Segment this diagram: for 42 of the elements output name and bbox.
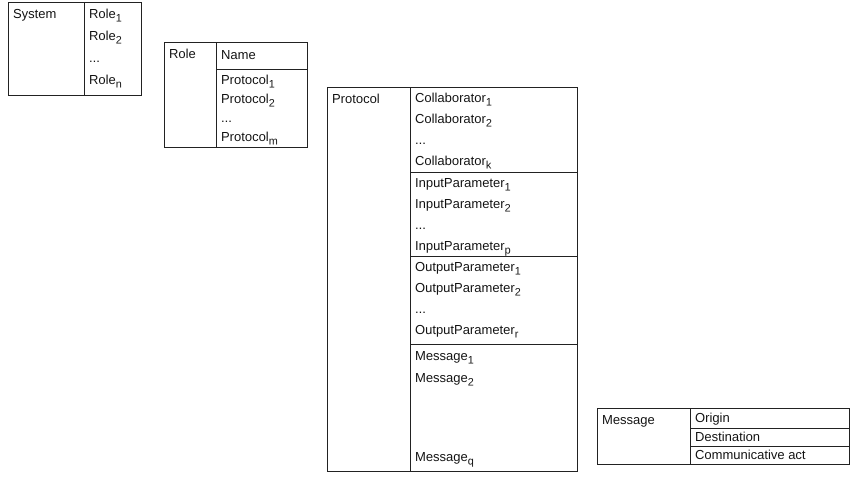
table-header-cell [8,2,85,96]
cell-text: Protocol$_{m}$ [221,129,278,150]
cell-text: Name [221,47,256,63]
table-header-cell [597,408,691,465]
table-cell [690,446,850,465]
cell-text: Role$_{n}$ [89,72,122,93]
table-header-cell [327,87,411,472]
cell-text: InputParameter$_{1}$ [415,175,511,196]
cell-text: OutputParameter$_{2}$ [415,280,521,301]
cell-text: Collaborator$_{1}$ [415,90,492,111]
cell-text: Protocol$_{1}$ [221,72,275,93]
cell-text: Message$_{2}$ [415,370,474,391]
cell-text: System [13,6,56,22]
cell-text: ... [221,110,232,126]
table-cell [410,344,578,472]
table-cell [216,69,308,148]
cell-text: Message$_{1}$ [415,348,474,369]
cell-text: Role$_{2}$ [89,28,122,49]
cell-text: OutputParameter$_{1}$ [415,259,521,280]
cell-text: Role [169,46,196,62]
cell-text: Collaborator$_{k}$ [415,153,492,174]
cell-text: Collaborator$_{2}$ [415,111,492,132]
cell-text: Destination [695,429,760,445]
table-header-cell [164,42,217,148]
table-cell [216,42,308,70]
cell-text: Role$_{1}$ [89,6,122,27]
table-cell [410,87,578,173]
cell-text: ... [415,132,426,148]
cell-text: ... [415,301,426,317]
cell-text: OutputParameter$_{r}$ [415,322,518,343]
cell-text: InputParameter$_{p}$ [415,238,511,259]
cell-text: Message [602,412,655,428]
cell-text: Communicative act [695,447,806,463]
table-cell [690,408,850,429]
cell-text: Origin [695,410,730,426]
cell-text: Protocol [332,91,380,107]
cell-text: ... [415,217,426,233]
cell-text: ... [89,50,100,66]
cell-text: Message$_{q}$ [415,449,474,470]
table-cell [84,2,142,96]
cell-text: InputParameter$_{2}$ [415,196,511,217]
cell-text: Protocol$_{2}$ [221,91,275,112]
